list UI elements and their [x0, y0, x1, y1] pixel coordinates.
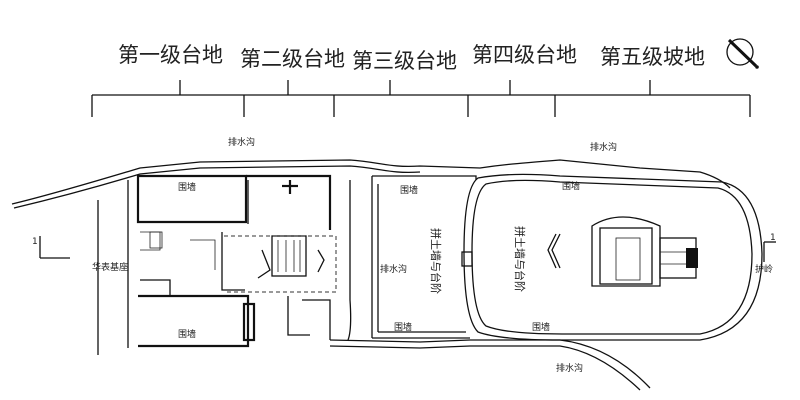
- tier-label-1: 第一级台地: [118, 43, 223, 67]
- wall-label-tier1-top: 围墙: [178, 181, 196, 193]
- tier1-enclosure: [97, 174, 250, 355]
- drain-label-top-right: 排水沟: [590, 141, 617, 153]
- section-marker-left: 1: [32, 236, 70, 259]
- wall-label-tier5-top: 围墙: [562, 180, 580, 192]
- tier2-buildings: [221, 174, 352, 342]
- stairs-label-tier5: 拼土墙与台阶: [513, 226, 527, 292]
- section-left-label: 1: [32, 237, 38, 247]
- tier3-enclosure: [371, 175, 477, 339]
- tier-dimension-line: [91, 80, 751, 117]
- tier-label-4: 第四级台地: [472, 43, 577, 67]
- stairs-label-tier3: 拼土墙与台阶: [429, 228, 443, 294]
- drain-label-middle: 排水沟: [380, 263, 407, 275]
- section-marker-right: 1: [763, 233, 776, 262]
- drain-label-top-left: 排水沟: [228, 136, 255, 148]
- tier-label-2: 第二级台地: [240, 47, 345, 71]
- wall-label-tier5-bottom: 围墙: [532, 321, 550, 333]
- tier5-terrace: [463, 173, 763, 341]
- site-boundary: [11, 159, 731, 391]
- wall-label-tier3-bottom: 围墙: [394, 321, 412, 333]
- section-right-label: 1: [770, 233, 776, 243]
- revetment-label: 护岭: [755, 263, 773, 275]
- tier-label-5: 第五级坡地: [600, 45, 705, 69]
- tier-label-3: 第三级台地: [352, 49, 457, 73]
- wall-label-tier3-top: 围墙: [400, 184, 418, 196]
- drain-label-bottom: 排水沟: [556, 362, 583, 374]
- pillar-base-label: 华表基座: [92, 261, 128, 273]
- wall-label-tier1-bottom: 围墙: [178, 328, 196, 340]
- north-arrow-icon: [726, 38, 759, 69]
- main-hall: [591, 216, 698, 287]
